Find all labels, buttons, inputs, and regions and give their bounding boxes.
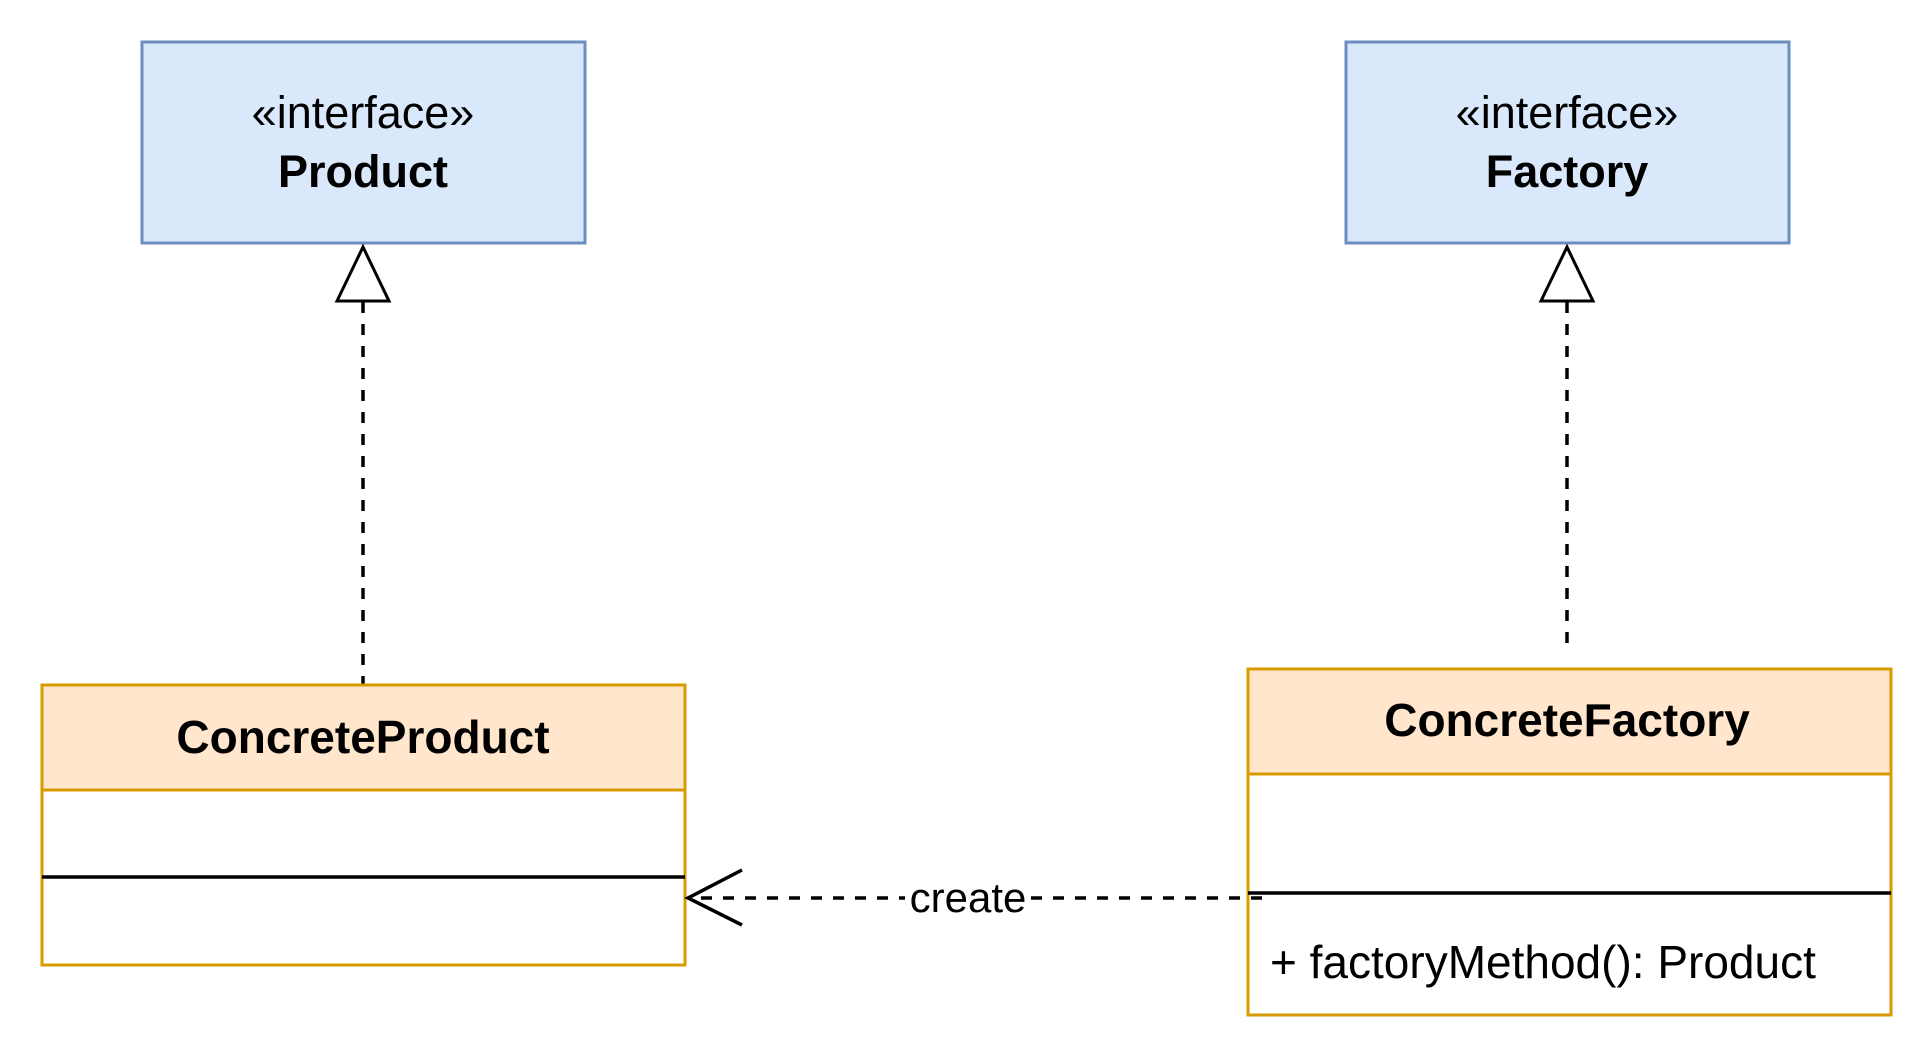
interface-factory-name: Factory bbox=[1486, 146, 1649, 197]
interface-factory[interactable]: «interface» Factory bbox=[1344, 40, 1791, 245]
interface-factory-box bbox=[1344, 40, 1791, 245]
class-concrete-product-name: ConcreteProduct bbox=[176, 711, 549, 763]
class-concrete-factory-methods: + factoryMethod(): Product bbox=[1270, 936, 1816, 988]
realization-product-edge[interactable] bbox=[334, 243, 392, 685]
create-label: create bbox=[910, 874, 1027, 921]
realization-product-arrowhead bbox=[334, 243, 392, 303]
interface-product-stereotype: «interface» bbox=[252, 87, 475, 138]
create-label-background bbox=[905, 874, 1031, 920]
interface-product[interactable]: «interface» Product bbox=[140, 40, 587, 245]
class-concrete-factory-name: ConcreteFactory bbox=[1384, 694, 1750, 746]
interface-product-name: Product bbox=[278, 146, 448, 197]
realization-factory-arrowhead bbox=[1538, 243, 1596, 303]
create-dependency-edge[interactable]: create bbox=[684, 868, 1262, 927]
class-concrete-factory[interactable]: ConcreteFactory + factoryMethod(): Produ… bbox=[1246, 667, 1893, 1017]
realization-factory-edge[interactable] bbox=[1538, 243, 1596, 646]
class-concrete-factory-header bbox=[1246, 667, 1893, 776]
interface-factory-stereotype: «interface» bbox=[1456, 87, 1679, 138]
class-concrete-product[interactable]: ConcreteProduct bbox=[40, 683, 687, 967]
interface-product-box bbox=[140, 40, 587, 245]
create-dependency-arrowhead bbox=[684, 868, 743, 927]
